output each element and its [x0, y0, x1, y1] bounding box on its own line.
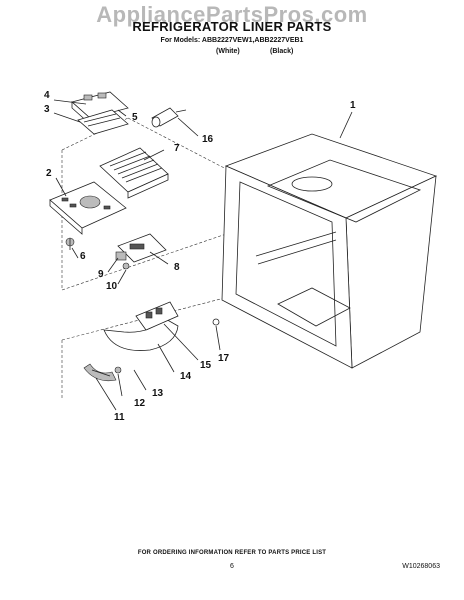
part-switch-9: [115, 251, 127, 261]
variant-black: (Black): [270, 48, 294, 55]
callout-10: 10: [106, 281, 118, 292]
part-switch-housing-8: [117, 233, 167, 263]
callout-13: 13: [152, 388, 164, 399]
callout-11: 11: [114, 412, 125, 423]
callout-7: 7: [174, 143, 180, 154]
ordering-note: FOR ORDERING INFORMATION REFER TO PARTS …: [137, 550, 327, 556]
part-screw-10: [122, 262, 130, 270]
part-cylinder-16: [151, 107, 187, 128]
part-lens-11: [83, 363, 117, 382]
part-vent-cover-7: [99, 147, 169, 199]
callout-3: 3: [44, 104, 50, 115]
part-screw-17: [212, 318, 220, 326]
callout-8: 8: [174, 262, 180, 273]
callout-16: 16: [202, 134, 214, 145]
page-title: REFRIGERATOR LINER PARTS: [132, 19, 332, 34]
variant-white: (White): [216, 48, 240, 55]
callout-1: 1: [350, 100, 356, 111]
callout-12: 12: [134, 398, 146, 409]
document-number: W10268063: [402, 563, 440, 570]
part-liner-1: [221, 133, 438, 369]
callout-6: 6: [80, 251, 86, 262]
callout-14: 14: [180, 371, 192, 382]
callout-9: 9: [98, 269, 104, 280]
callout-17: 17: [218, 353, 230, 364]
callout-4: 4: [44, 90, 50, 101]
model-list: For Models: ABB2227VEW1,ABB2227VEB1: [160, 37, 304, 44]
callout-15: 15: [200, 360, 212, 371]
page-number: 6: [230, 563, 234, 570]
part-light-housing-14: [103, 301, 179, 351]
callout-2: 2: [46, 168, 52, 179]
watermark: AppliancePartsPros.com: [96, 2, 368, 27]
part-vent-bracket: [71, 91, 129, 135]
callout-5: 5: [132, 112, 138, 123]
part-control-housing-2: [49, 181, 127, 235]
part-bulb-12: [114, 366, 122, 374]
part-screw-6: [65, 237, 75, 250]
